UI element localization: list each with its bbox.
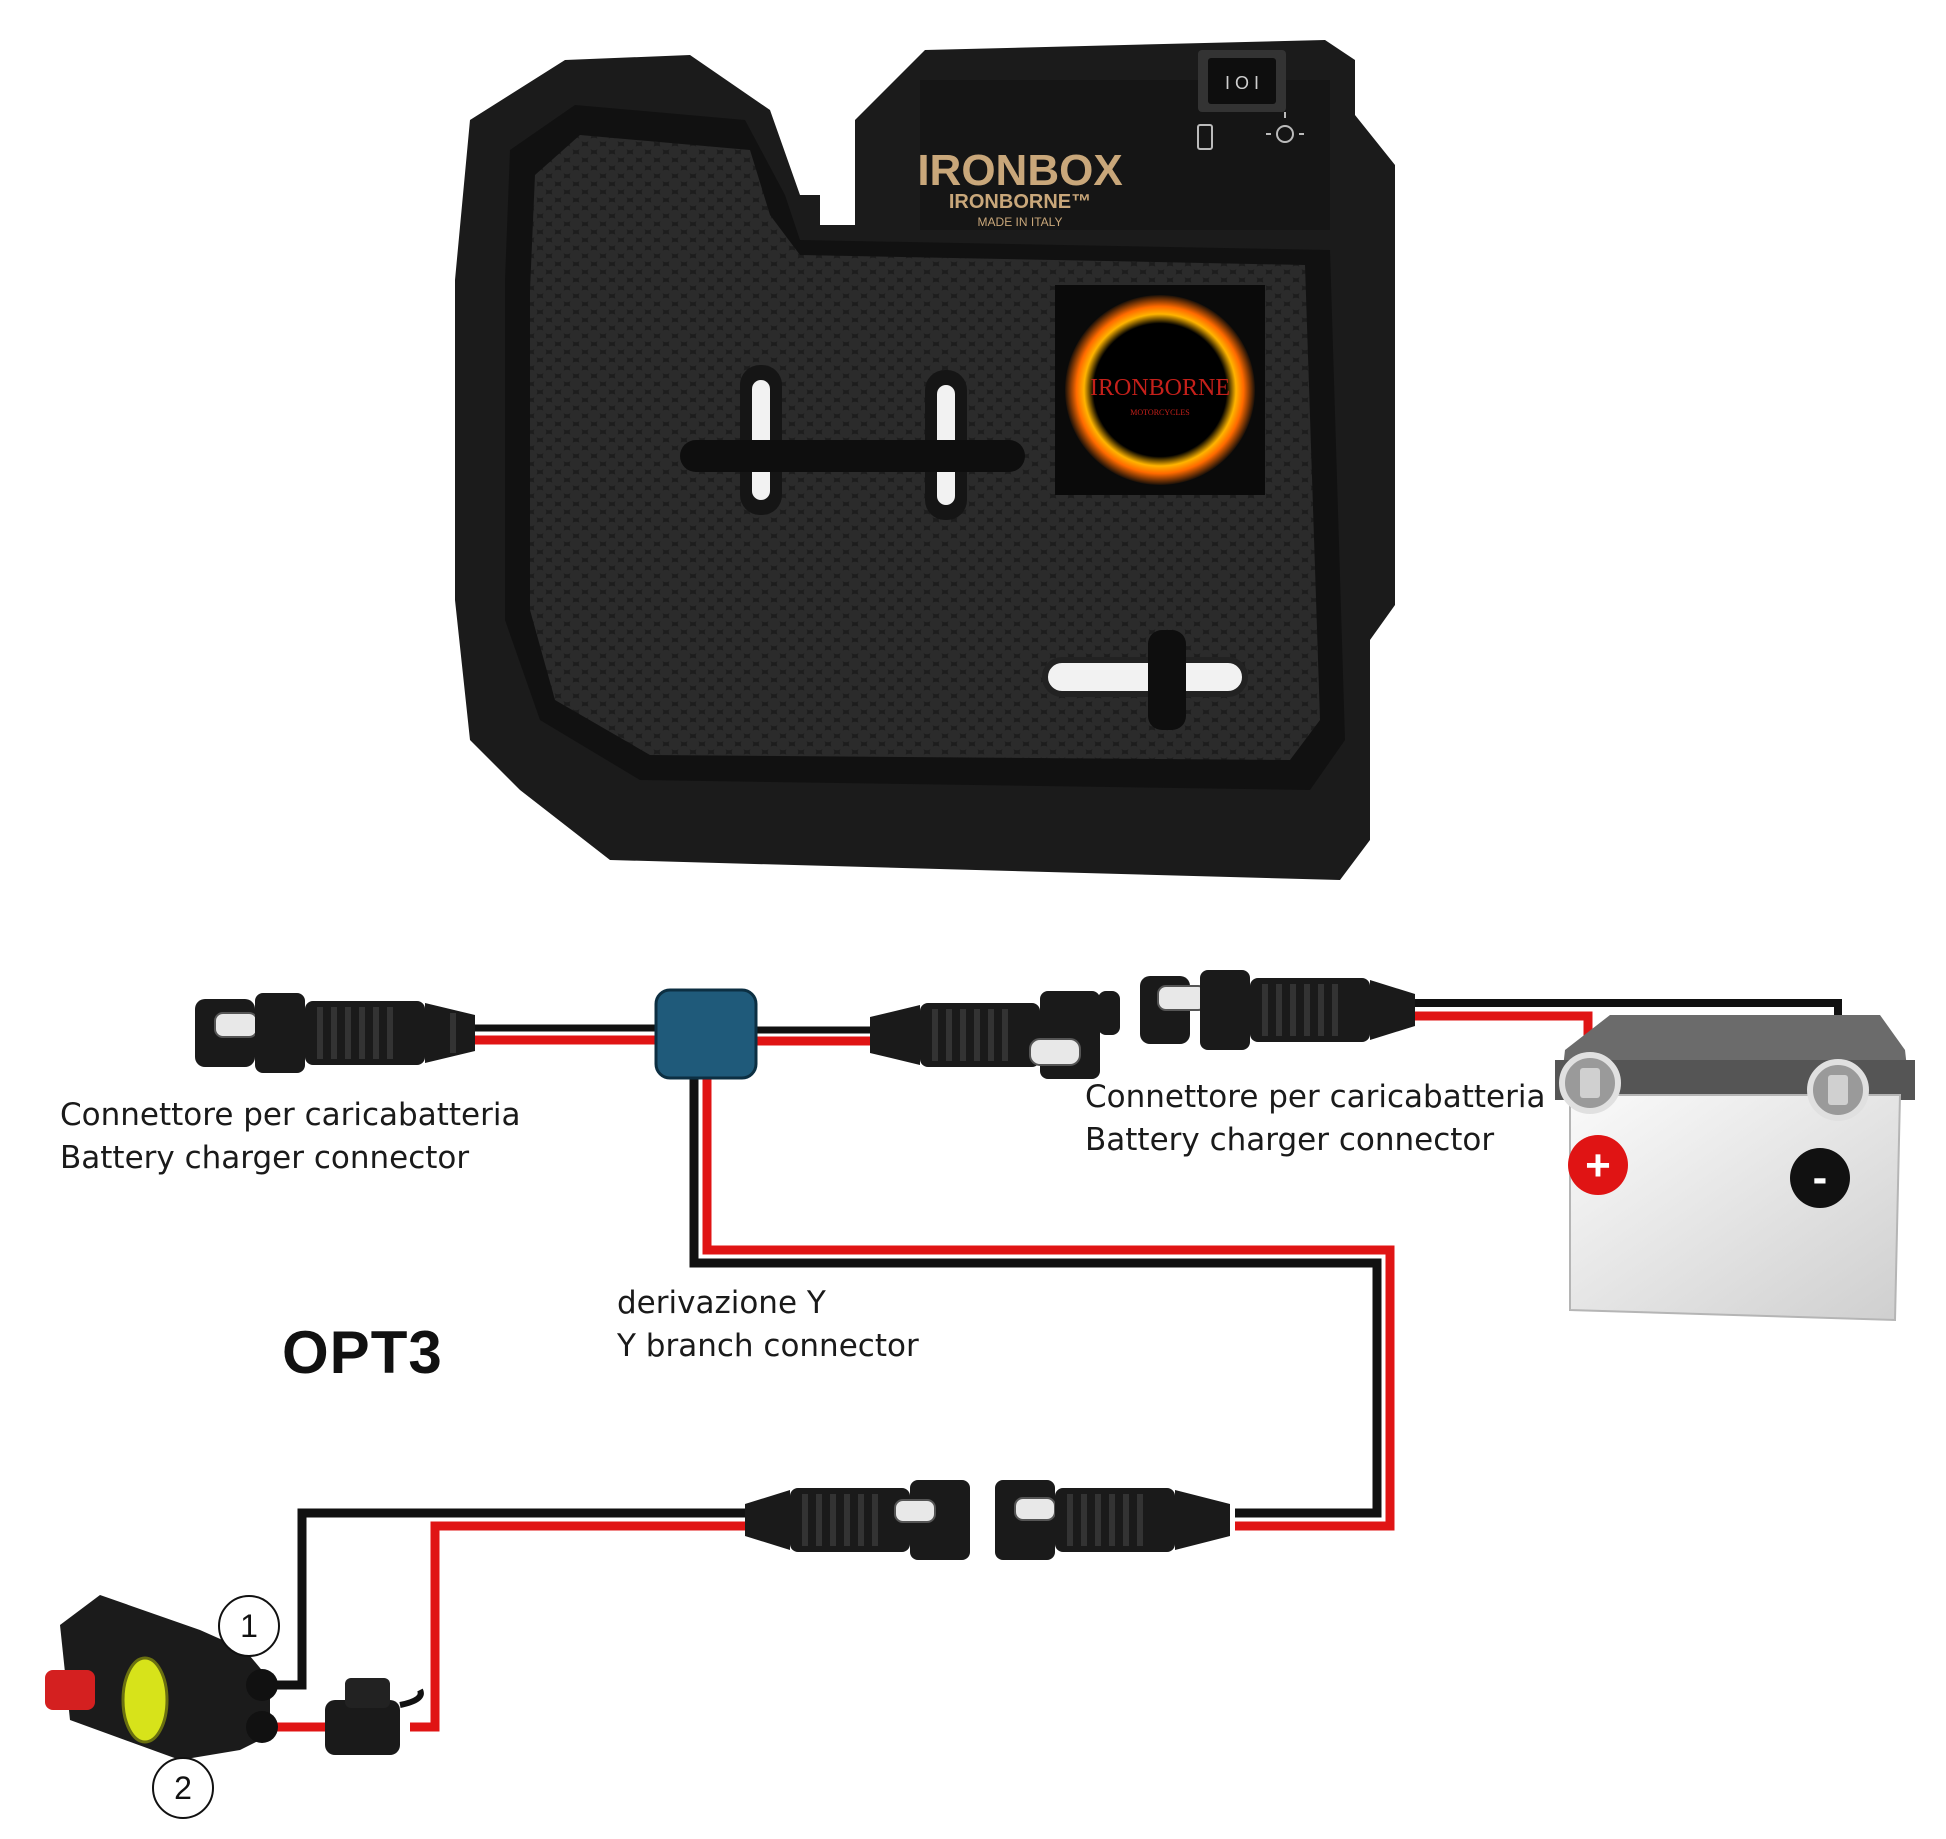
made-in-label: MADE IN ITALY	[978, 215, 1063, 229]
left-sae-connector	[195, 993, 475, 1073]
battery: + -	[1555, 1015, 1915, 1322]
brand-title: IRONBOX	[917, 146, 1122, 195]
sticker-text: IRONBORNE	[1090, 375, 1230, 401]
plus-symbol: +	[1585, 1141, 1611, 1190]
fire-ring	[1065, 295, 1255, 485]
mount-clips	[680, 365, 1248, 730]
branch-sae-connector	[870, 991, 1120, 1079]
phone-icon	[1197, 124, 1213, 150]
switch-label: I O I	[1225, 73, 1259, 93]
lower-sae-connector-left	[745, 1480, 970, 1560]
ironbox-product: I O I IRONBOX IRONBORNE™ MADE IN ITALY I…	[455, 40, 1395, 880]
option-title: OPT3	[282, 1319, 443, 1386]
y-branch-label-it: derivazione Y	[617, 1285, 826, 1321]
battery-sae-connector	[1140, 970, 1415, 1050]
right-connector-label-it: Connettore per caricabatteria	[1085, 1079, 1546, 1115]
right-connector-label-en: Battery charger connector	[1085, 1122, 1495, 1158]
y-branch-splitter	[654, 988, 758, 1080]
wiring	[258, 999, 1842, 1732]
y-branch-label-en: Y branch connector	[617, 1328, 919, 1364]
left-connector-label-en: Battery charger connector	[60, 1140, 470, 1176]
left-connector-label-it: Connettore per caricabatteria	[60, 1097, 521, 1133]
pin-1-marker: 1	[218, 1595, 280, 1657]
sticker-subtext: MOTORCYCLES	[1130, 408, 1189, 417]
minus-badge	[1790, 1148, 1850, 1208]
superseal-connector	[45, 1595, 278, 1760]
right-connector-label: Connettore per caricabatteria Battery ch…	[1085, 1076, 1545, 1162]
pin-2-marker: 2	[152, 1757, 214, 1819]
minus-symbol: -	[1813, 1153, 1828, 1202]
left-connector-label: Connettore per caricabatteria Battery ch…	[60, 1094, 520, 1180]
bulb-icon	[1266, 112, 1304, 143]
lower-sae-connector-right	[995, 1480, 1230, 1560]
brand-subtitle: IRONBORNE™	[949, 191, 1091, 213]
fuse-holder	[325, 1678, 424, 1755]
y-branch-label: derivazione Y Y branch connector	[617, 1282, 919, 1368]
plus-badge	[1568, 1135, 1628, 1195]
